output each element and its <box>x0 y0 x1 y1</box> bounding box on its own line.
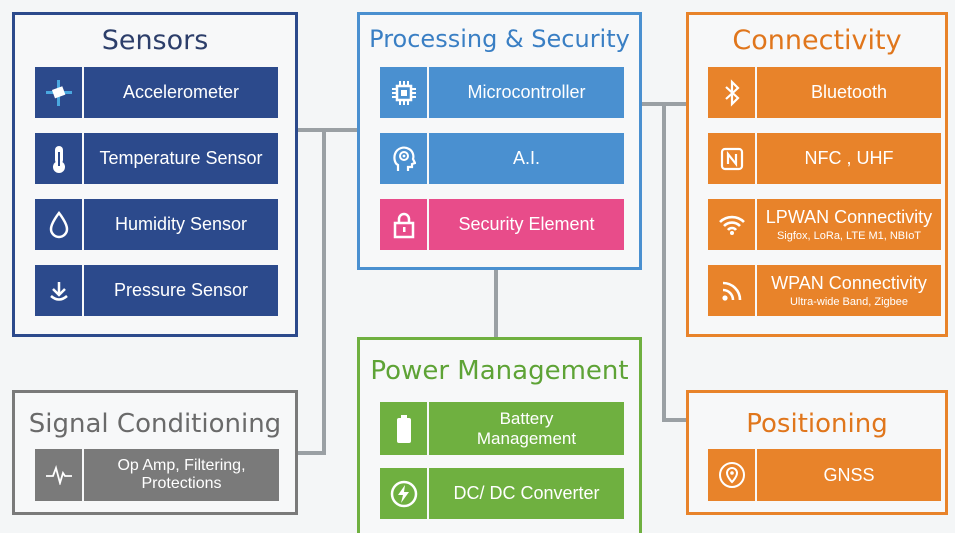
power-dc-converter: DC/ DC Converter <box>380 468 624 519</box>
connectivity-sublabel: Sigfox, LoRa, LTE M1, NBIoT <box>776 229 922 242</box>
sensor-pressure: Pressure Sensor <box>35 265 278 316</box>
processing-label: A.I. <box>512 148 540 169</box>
processing-ai: A.I. <box>380 133 624 184</box>
location-pin-icon <box>708 449 757 501</box>
ai-head-icon <box>380 133 429 184</box>
positioning-panel: Positioning GNSS <box>686 390 948 515</box>
processing-title: Processing & Security <box>369 25 630 53</box>
signal-conditioning-panel: Signal Conditioning Op Amp, Filtering, P… <box>12 390 298 515</box>
connectivity-label: WPAN Connectivity <box>771 272 927 293</box>
positioning-title: Positioning <box>746 409 888 439</box>
sensor-label: Pressure Sensor <box>113 280 249 301</box>
connectivity-nfc: NFC , UHF <box>708 133 941 184</box>
chip-icon <box>380 67 429 118</box>
processing-panel: Processing & Security Microcontroller A.… <box>357 12 642 270</box>
processing-label: Security Element <box>458 214 595 235</box>
nfc-icon <box>708 133 757 184</box>
connector-signal-vertical <box>322 130 326 455</box>
thermometer-icon <box>35 133 84 184</box>
waveform-icon <box>35 449 84 501</box>
sensor-accelerometer: Accelerometer <box>35 67 278 118</box>
processing-microcontroller: Microcontroller <box>380 67 624 118</box>
sensors-panel: Sensors Accelerometer Temperature Sensor… <box>12 12 298 337</box>
water-drop-icon <box>35 199 84 250</box>
signal-label: Op Amp, Filtering, Protections <box>117 456 246 492</box>
power-management-panel: Power Management Battery Management DC/ … <box>357 337 642 533</box>
power-title: Power Management <box>370 356 629 386</box>
sensor-label: Accelerometer <box>122 82 240 103</box>
sensors-title: Sensors <box>101 25 209 56</box>
pressure-arrow-icon <box>35 265 84 316</box>
signal-op-amp: Op Amp, Filtering, Protections <box>35 449 279 501</box>
connector-positioning-vertical <box>662 104 666 422</box>
connectivity-sublabel: Ultra-wide Band, Zigbee <box>789 295 908 308</box>
sensor-temperature: Temperature Sensor <box>35 133 278 184</box>
connectivity-label: NFC , UHF <box>804 148 894 169</box>
connectivity-wpan: WPAN Connectivity Ultra-wide Band, Zigbe… <box>708 265 941 316</box>
connectivity-label: Bluetooth <box>810 82 888 103</box>
power-label: DC/ DC Converter <box>453 483 600 504</box>
processing-label: Microcontroller <box>467 82 586 103</box>
sensor-label: Humidity Sensor <box>114 214 248 235</box>
rss-icon <box>708 265 757 316</box>
connector-signal-horizontal <box>296 451 326 455</box>
connectivity-title: Connectivity <box>732 25 902 56</box>
sensor-humidity: Humidity Sensor <box>35 199 278 250</box>
connector-sensors-processing <box>298 128 358 132</box>
sensor-label: Temperature Sensor <box>99 148 263 169</box>
processing-security-element: Security Element <box>380 199 624 250</box>
connector-positioning-horizontal <box>662 418 686 422</box>
connectivity-panel: Connectivity Bluetooth NFC , UHF LPWAN C… <box>686 12 948 337</box>
connectivity-lpwan: LPWAN Connectivity Sigfox, LoRa, LTE M1,… <box>708 199 941 250</box>
connector-processing-power <box>494 270 498 337</box>
positioning-label: GNSS <box>823 464 875 485</box>
battery-icon <box>380 402 429 455</box>
connectivity-label: LPWAN Connectivity <box>765 206 933 227</box>
power-battery: Battery Management <box>380 402 624 455</box>
power-label: Battery Management <box>476 408 577 448</box>
bluetooth-icon <box>708 67 757 118</box>
wifi-icon <box>708 199 757 250</box>
accelerometer-icon <box>35 67 84 118</box>
padlock-icon <box>380 199 429 250</box>
signal-title: Signal Conditioning <box>28 409 282 439</box>
positioning-gnss: GNSS <box>708 449 941 501</box>
power-bolt-icon <box>380 468 429 519</box>
connectivity-bluetooth: Bluetooth <box>708 67 941 118</box>
